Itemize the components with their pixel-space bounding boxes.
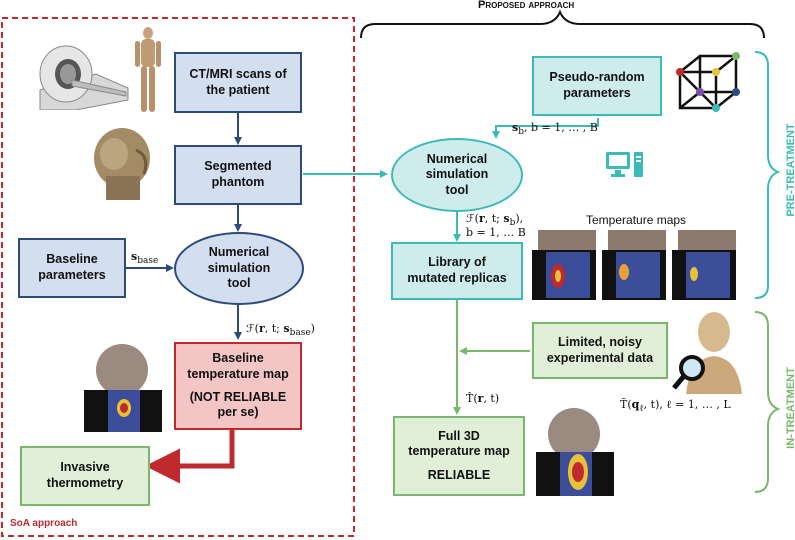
full-3d-head-thermal-image bbox=[536, 408, 614, 496]
s-base-label: sbase bbox=[131, 250, 159, 267]
soa-frame bbox=[1, 17, 355, 537]
proposed-brace bbox=[360, 9, 765, 39]
computer-icon bbox=[606, 152, 643, 177]
f-b-label-2: b = 1, … B bbox=[466, 226, 526, 239]
full-line2: temperature map bbox=[408, 444, 510, 459]
full-3d-map-box: Full 3D temperature map RELIABLE bbox=[393, 416, 525, 496]
pseudo-line1: Pseudo-random bbox=[549, 70, 645, 85]
limited-data-box: Limited, noisy experimental data bbox=[532, 322, 668, 379]
head-phantom-icon bbox=[94, 128, 150, 200]
in-treatment-brace bbox=[754, 311, 781, 493]
soa-approach-label: SoA approach bbox=[10, 518, 78, 529]
baseline-params-line1: Baseline bbox=[46, 252, 98, 267]
t-hat-label: T̂(r, t) bbox=[466, 392, 500, 405]
segmented-phantom-box: Segmented phantom bbox=[174, 145, 302, 205]
baseline-map-line2: temperature map bbox=[187, 366, 289, 381]
limited-line2: experimental data bbox=[546, 350, 654, 365]
sim-right-line1: Numerical bbox=[426, 151, 488, 166]
f-base-label: ℱ(r, t; sbase) bbox=[246, 322, 315, 339]
human-body-icon bbox=[135, 27, 161, 112]
sim-right-line2: simulation bbox=[425, 167, 489, 182]
sim-left-line2: simulation bbox=[207, 260, 271, 275]
baseline-params-line2: parameters bbox=[38, 268, 106, 282]
ct-scanner-icon bbox=[39, 45, 129, 110]
proposed-approach-title: Proposed approach bbox=[478, 0, 575, 11]
segmented-line1: Segmented bbox=[204, 159, 272, 174]
pseudo-line2: parameters bbox=[563, 86, 631, 100]
arrow-pseudo-to-sim bbox=[492, 118, 599, 139]
library-line1: Library of bbox=[428, 255, 486, 270]
ct-mri-box: CT/MRI scans of the patient bbox=[174, 52, 302, 113]
ct-mri-line1: CT/MRI scans of bbox=[189, 66, 287, 81]
temperature-maps-grid bbox=[532, 230, 736, 300]
limited-line1: Limited, noisy bbox=[557, 334, 643, 349]
segmented-line2: phantom bbox=[211, 175, 265, 189]
full-line3: RELIABLE bbox=[427, 467, 491, 482]
sim-left-line1: Numerical bbox=[208, 245, 270, 260]
invasive-thermometry-box: Invasive thermometry bbox=[20, 446, 150, 506]
invasive-line2: thermometry bbox=[46, 476, 124, 490]
library-box: Library of mutated replicas bbox=[391, 242, 523, 300]
invasive-line1: Invasive bbox=[60, 460, 110, 475]
library-line2: mutated replicas bbox=[407, 271, 507, 285]
cube-graph-icon bbox=[676, 52, 740, 112]
arrow-baseline-to-invasive bbox=[145, 430, 235, 484]
simulation-tool-right: Numerical simulation tool bbox=[391, 138, 523, 212]
in-treatment-label: IN-TREATMENT bbox=[785, 367, 795, 449]
simulation-tool-left: Numerical simulation tool bbox=[174, 232, 304, 305]
baseline-map-line3: (NOT RELIABLE bbox=[189, 389, 287, 404]
baseline-map-line4: per se) bbox=[217, 405, 259, 420]
baseline-temperature-map-box: Baseline temperature map (NOT RELIABLE p… bbox=[174, 342, 302, 430]
f-b-label-1: ℱ(r, t; sb), bbox=[466, 212, 524, 229]
t-tilde-label: T̃(qℓ, t), ℓ = 1, … , L bbox=[620, 398, 731, 415]
pseudo-random-parameters-box: Pseudo-random parameters bbox=[532, 56, 662, 116]
sim-left-line3: tool bbox=[227, 276, 251, 291]
full-line1: Full 3D bbox=[438, 428, 480, 443]
baseline-head-thermal-image bbox=[84, 344, 162, 432]
pre-treatment-label: PRE-TREATMENT bbox=[785, 123, 795, 217]
pre-treatment-brace bbox=[754, 51, 781, 299]
ct-mri-line2: the patient bbox=[206, 82, 270, 97]
magnifier-head-icon bbox=[672, 312, 742, 394]
baseline-parameters-box: Baseline parameters bbox=[18, 238, 126, 298]
s-b-label: sb, b = 1, … , B bbox=[512, 121, 598, 138]
baseline-map-line1: Baseline bbox=[212, 351, 264, 366]
temperature-maps-label: Temperature maps bbox=[586, 213, 687, 227]
sim-right-line3: tool bbox=[445, 182, 469, 197]
